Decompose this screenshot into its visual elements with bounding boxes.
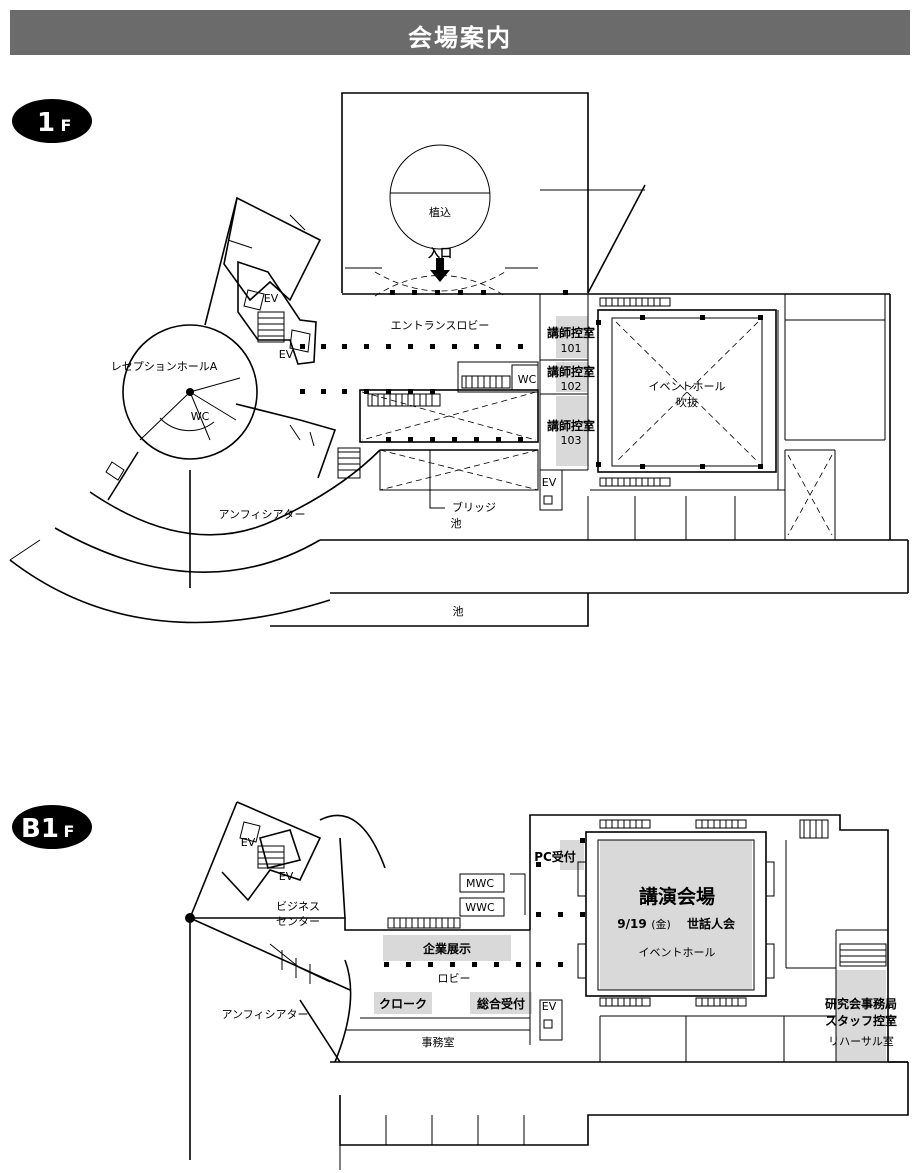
label-pond-1: 池 <box>451 517 462 530</box>
event-hall-1f <box>590 297 785 491</box>
label-bridge: ブリッジ <box>452 500 496 514</box>
lecture-hall-fill <box>600 840 752 990</box>
label-wwc: WWC <box>465 901 495 914</box>
label-planting: 植込 <box>429 205 451 219</box>
label-atrium: 吹抜 <box>676 395 698 409</box>
label-wc-2: WC <box>518 373 537 386</box>
label-amphitheater: アンフィシアター <box>218 508 305 521</box>
label-ev-1: EV <box>264 292 279 305</box>
label-speaker-room-102: 講師控室 <box>547 364 595 379</box>
floor-b1f-badge: B1 F <box>12 805 92 849</box>
main-building-1f <box>270 293 909 627</box>
label-secretariat: 研究会事務局 <box>825 996 897 1011</box>
label-speaker-room-102-no: 102 <box>561 380 582 393</box>
label-reception-hall: レセプションホールA <box>111 360 218 373</box>
label-staff-room: スタッフ控室 <box>825 1013 897 1028</box>
label-pond-2: 池 <box>453 605 464 618</box>
label-cloak: クローク <box>379 997 427 1011</box>
label-ev-3: EV <box>542 476 557 489</box>
floor-b1f-plan: B1 F <box>12 801 909 1170</box>
label-date-day: (金) <box>651 917 671 931</box>
floor-b1f-badge-sub: F <box>64 822 75 841</box>
entrance-arrow-icon <box>430 258 450 282</box>
label-b1f-ev-1: EV <box>241 836 256 849</box>
label-b1f-ev-3: EV <box>542 1000 557 1013</box>
label-general-reception: 総合受付 <box>477 996 525 1011</box>
corporate-exhibit-fill <box>383 935 511 961</box>
toilets-b1f <box>344 873 563 1041</box>
label-entrance-lobby: エントランスロビー <box>391 319 490 332</box>
speaker-rooms <box>539 294 589 511</box>
label-speaker-room-103: 講師控室 <box>547 418 595 433</box>
label-corporate-exhibit: 企業展示 <box>422 941 471 956</box>
entrance-pillars <box>390 290 486 295</box>
floor-1f-badge-sub: F <box>61 116 72 135</box>
floor-1f-badge: 1 F <box>12 99 92 143</box>
general-reception-fill <box>470 992 532 1014</box>
label-b1f-amphitheater: アンフィシアター <box>221 1008 308 1021</box>
cloak-fill <box>374 992 432 1014</box>
floor-1f-plan: 1 F <box>9 92 909 627</box>
label-lecture-hall: 講演会場 <box>639 885 715 908</box>
label-speaker-room-103-no: 103 <box>561 434 582 447</box>
rehearsal-room-fill <box>836 970 886 1062</box>
label-pc-reception: PC受付 <box>534 849 576 864</box>
label-event-hall-1f: イベントホール <box>649 380 726 393</box>
label-ev-2: EV <box>279 348 294 361</box>
entrance-courtyard <box>341 92 646 297</box>
label-wc-1: WC <box>191 410 210 423</box>
west-wing-1f <box>9 196 538 624</box>
page-title: 会場案内 <box>408 24 512 52</box>
lobby-pillars-1f <box>300 290 568 465</box>
header-bar: 会場案内 <box>10 10 910 55</box>
label-business-center-1: ビジネス <box>276 900 320 913</box>
main-building-b1f <box>330 814 909 1170</box>
label-b1f-ev-2: EV <box>279 870 294 883</box>
floor-1f-badge-main: 1 <box>37 108 55 138</box>
label-lobby: ロビー <box>438 972 471 985</box>
pc-reception-fill <box>560 840 584 870</box>
label-entrance: 入口 <box>428 246 452 260</box>
label-mwc: MWC <box>466 877 494 890</box>
label-date-prefix: 9/19 <box>617 917 646 931</box>
label-rehearsal-room: リハーサル室 <box>828 1034 894 1048</box>
label-event-hall-b1f: イベントホール <box>639 946 716 959</box>
west-wing-b1f <box>185 801 530 1160</box>
label-business-center-2: センター <box>276 915 320 928</box>
label-office: 事務室 <box>422 1035 455 1049</box>
floor-b1f-badge-main: B1 <box>21 814 59 844</box>
lobby-void <box>359 361 539 509</box>
label-speaker-room-101: 講師控室 <box>547 325 595 340</box>
label-social-committee: 世話人会 <box>687 916 736 931</box>
label-speaker-room-101-no: 101 <box>561 342 582 355</box>
